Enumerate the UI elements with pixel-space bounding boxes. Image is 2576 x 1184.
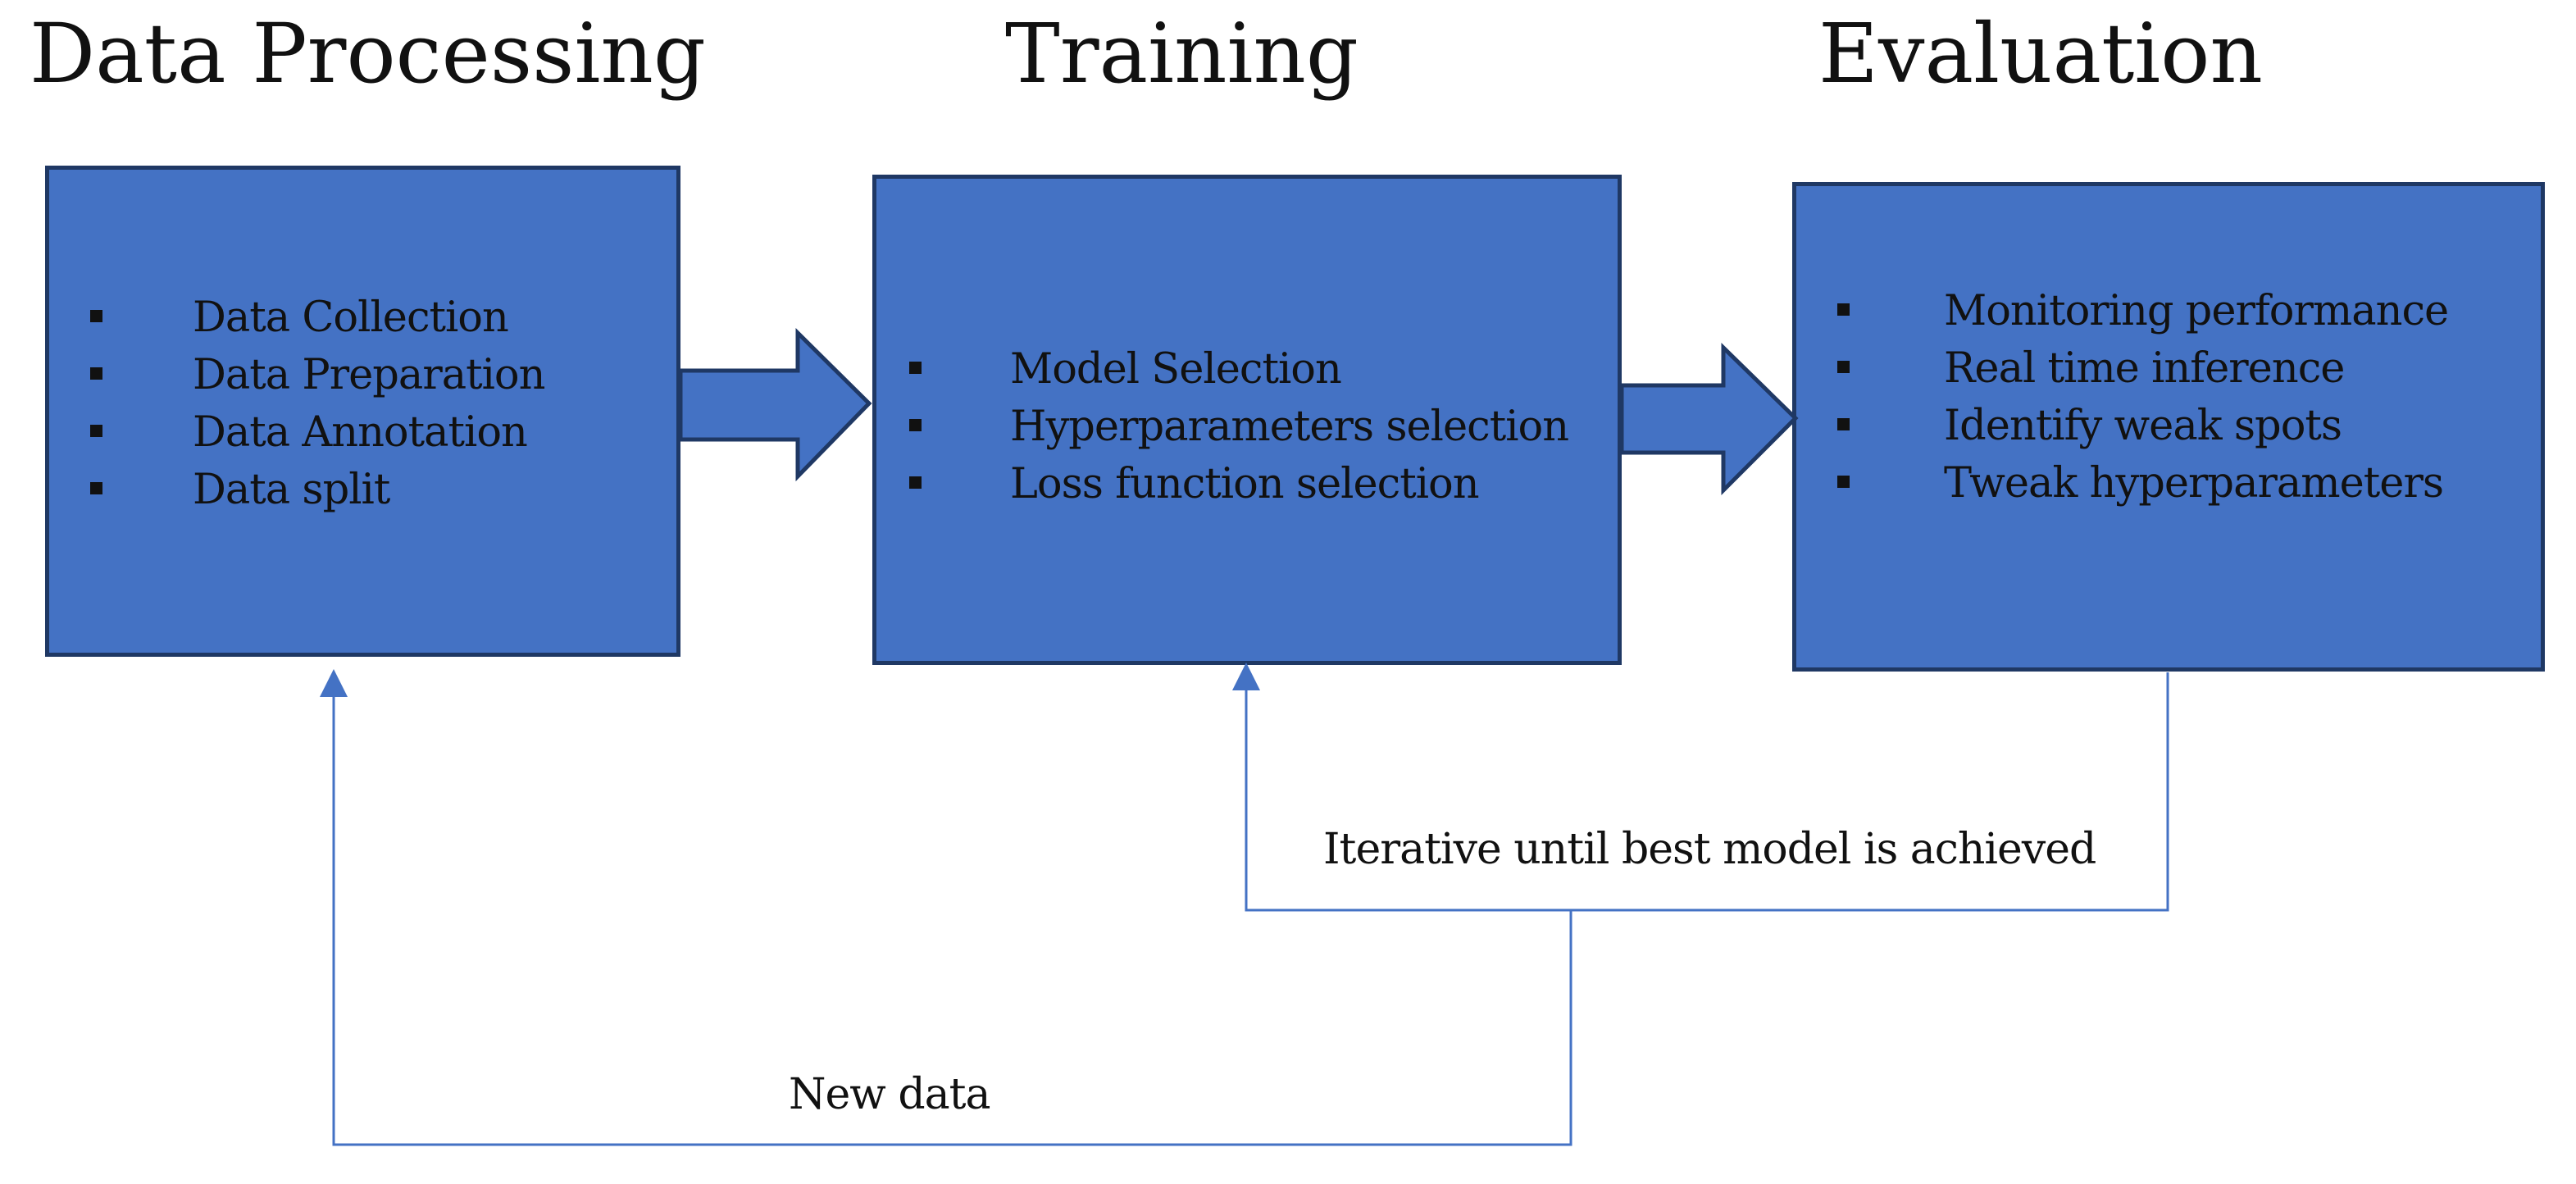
arrow-head-up-icon: [1232, 663, 1260, 690]
bullet-marker: [1837, 418, 1850, 430]
stage-box-training: Model Selection Hyperparameters selectio…: [872, 175, 1622, 665]
stage-title-training: Training: [1005, 6, 1359, 102]
bullet-text: Identify weak spots: [1944, 402, 2342, 450]
stage-box-evaluation: Monitoring performance Real time inferen…: [1792, 182, 2545, 672]
iterate-loop-line: [1245, 672, 2169, 912]
new-data-label: New data: [789, 1070, 990, 1119]
bullet-text: Data Annotation: [193, 408, 528, 457]
bullet-marker: [909, 419, 922, 431]
bullet-text: Real time inference: [1944, 344, 2345, 393]
stage-title-evaluation: Evaluation: [1818, 6, 2263, 102]
arrow-head-up-icon: [320, 669, 348, 697]
bullet-marker: [1837, 476, 1850, 488]
bullet-text: Hyperparameters selection: [1010, 403, 1569, 451]
bullet-marker: [90, 310, 102, 322]
iterate-label: Iterative until best model is achieved: [1323, 825, 2096, 874]
bullet-text: Data split: [193, 466, 390, 514]
bullet-marker: [1837, 303, 1850, 316]
bullet-marker: [90, 425, 102, 437]
bullet-marker: [1837, 361, 1850, 373]
bullet-text: Tweak hyperparameters: [1944, 459, 2444, 508]
arrow-training-to-evaluation: [1619, 343, 1799, 496]
bullet-marker: [909, 362, 922, 374]
arrow-processing-to-training: [678, 328, 872, 482]
bullet-marker: [90, 367, 102, 380]
bullet-text: Monitoring performance: [1944, 287, 2449, 335]
bullet-text: Data Preparation: [193, 351, 545, 399]
bullet-text: Data Collection: [193, 294, 509, 342]
stage-title-data-processing: Data Processing: [30, 6, 706, 102]
bullet-marker: [909, 476, 922, 489]
new-data-loop-line: [332, 694, 1572, 1146]
bullet-text: Loss function selection: [1010, 460, 1480, 508]
bullet-marker: [90, 482, 102, 494]
bullet-text: Model Selection: [1010, 345, 1342, 394]
